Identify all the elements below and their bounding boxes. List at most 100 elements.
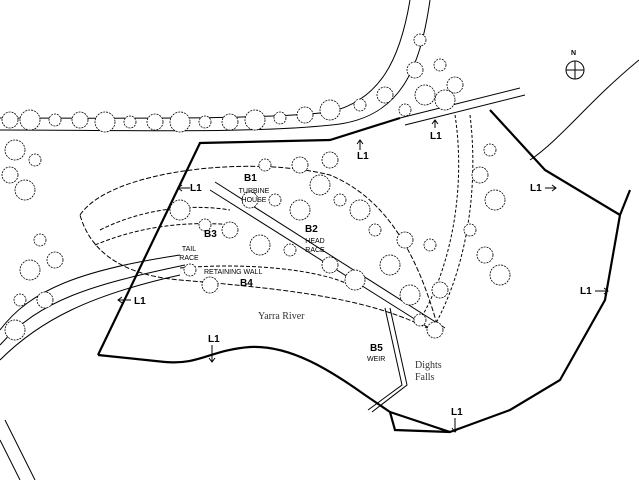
l1-label: L1 xyxy=(190,183,202,194)
tree-icon xyxy=(489,264,511,286)
north-arrow-icon xyxy=(565,60,585,80)
b4-label: B4 xyxy=(240,278,253,289)
road xyxy=(399,87,526,126)
tree-icon xyxy=(123,115,137,129)
tree-icon xyxy=(431,281,449,299)
head-race-label: HEAD RACE xyxy=(305,238,325,254)
path xyxy=(0,419,36,480)
tree-icon xyxy=(48,113,62,127)
b3-label: B3 xyxy=(204,229,217,240)
tree-icon xyxy=(423,238,437,252)
tree-icon xyxy=(273,111,287,125)
tree-icon xyxy=(399,284,421,306)
b2-label: B2 xyxy=(305,224,318,235)
tree-icon xyxy=(1,111,19,129)
tree-icon xyxy=(268,193,282,207)
tree-icon xyxy=(434,89,456,111)
tree-icon xyxy=(396,231,414,249)
tree-icon xyxy=(258,158,272,172)
tree-icon xyxy=(426,321,444,339)
falls-label: Dights Falls xyxy=(415,360,442,383)
tree-icon xyxy=(414,84,436,106)
tree-icon xyxy=(244,109,266,131)
trees xyxy=(1,33,511,341)
road xyxy=(0,0,411,119)
tree-icon xyxy=(289,199,311,221)
l1-arrows xyxy=(117,119,609,433)
tree-icon xyxy=(28,153,42,167)
tree-icon xyxy=(169,199,191,221)
east-bank xyxy=(529,59,639,161)
tree-icon xyxy=(353,98,367,112)
tree-icon xyxy=(198,115,212,129)
tree-icon xyxy=(291,156,309,174)
tree-icon xyxy=(484,189,506,211)
north-label: N xyxy=(571,50,577,57)
retaining-wall xyxy=(179,265,351,286)
tree-icon xyxy=(283,243,297,257)
site-boundary xyxy=(97,109,632,434)
l1-label: L1 xyxy=(430,131,442,142)
tree-icon xyxy=(368,223,382,237)
tree-icon xyxy=(321,256,339,274)
tree-icon xyxy=(433,58,447,72)
tree-icon xyxy=(198,218,212,232)
tree-icon xyxy=(19,109,41,131)
tree-icon xyxy=(33,233,47,247)
tail-race-label: TAIL RACE xyxy=(179,246,199,262)
tree-icon xyxy=(309,174,331,196)
b1-label: B1 xyxy=(244,173,257,184)
tree-icon xyxy=(146,113,164,131)
l1-label: L1 xyxy=(530,183,542,194)
tree-icon xyxy=(379,254,401,276)
l1-label: L1 xyxy=(357,151,369,162)
tree-icon xyxy=(446,76,464,94)
tree-icon xyxy=(471,166,489,184)
tree-icon xyxy=(201,276,219,294)
tree-icon xyxy=(406,61,424,79)
tree-icon xyxy=(241,191,259,209)
tree-icon xyxy=(19,259,41,281)
road xyxy=(419,114,474,326)
tree-icon xyxy=(413,33,427,47)
weir-line xyxy=(367,307,408,413)
tree-icon xyxy=(94,111,116,133)
weir-label: WEIR xyxy=(367,356,386,363)
tree-icon xyxy=(46,251,64,269)
b5-label: B5 xyxy=(370,343,383,354)
tree-icon xyxy=(296,106,314,124)
tree-icon xyxy=(333,193,347,207)
tree-icon xyxy=(476,246,494,264)
tree-icon xyxy=(36,291,54,309)
tree-icon xyxy=(413,313,427,327)
river-label: Yarra River xyxy=(258,311,305,322)
tree-icon xyxy=(319,99,341,121)
tree-icon xyxy=(344,269,366,291)
l1-label: L1 xyxy=(208,334,220,345)
tree-icon xyxy=(376,86,394,104)
road xyxy=(0,0,431,132)
tree-icon xyxy=(169,111,191,133)
tree-icon xyxy=(183,263,197,277)
retaining-wall-label: RETAINING WALL xyxy=(204,269,263,276)
l1-label: L1 xyxy=(451,407,463,418)
tree-icon xyxy=(13,293,27,307)
turbine-house-label: TURBINE HOUSE xyxy=(238,188,270,204)
tree-icon xyxy=(249,234,271,256)
tree-icon xyxy=(71,111,89,129)
tree-icon xyxy=(349,199,371,221)
tree-icon xyxy=(463,223,477,237)
tree-icon xyxy=(4,139,26,161)
tree-icon xyxy=(14,179,36,201)
tree-icon xyxy=(321,151,339,169)
tree-icon xyxy=(4,319,26,341)
tree-icon xyxy=(483,143,497,157)
tree-icon xyxy=(1,166,19,184)
tree-icon xyxy=(221,113,239,131)
tree-icon xyxy=(221,221,239,239)
l1-label: L1 xyxy=(134,296,146,307)
tree-icon xyxy=(398,103,412,117)
l1-label: L1 xyxy=(580,286,592,297)
